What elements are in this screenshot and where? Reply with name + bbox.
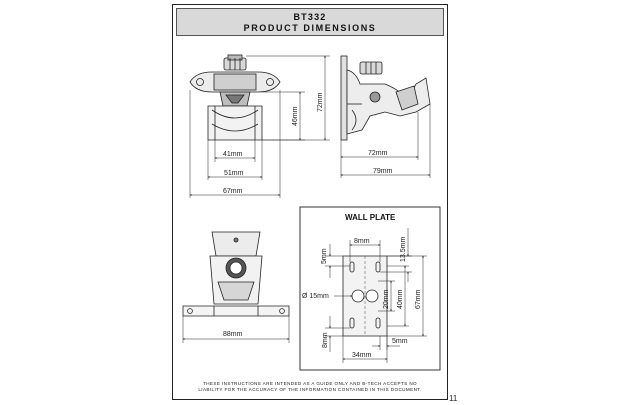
wp-dim-top-right: 13.5mm — [400, 237, 407, 262]
top-view-dimension-lines — [182, 316, 290, 343]
wall-plate-dimension-lines — [325, 228, 427, 363]
top-dim-88: 88mm — [223, 331, 243, 338]
wall-plate-frame — [299, 206, 441, 371]
side-dim-72: 72mm — [368, 150, 388, 157]
wp-dim-plate-height: 67mm — [415, 289, 422, 309]
wall-plate-drawing — [342, 255, 388, 337]
page-number: 11 — [449, 394, 458, 403]
title-bar: BT332 PRODUCT DIMENSIONS — [176, 8, 444, 36]
wp-dim-hole-spacing: 20mm — [383, 289, 390, 309]
wall-plate-title: WALL PLATE — [345, 213, 396, 222]
wp-dim-top-offset: 5mm — [321, 248, 328, 264]
front-dim-46: 46mm — [292, 106, 299, 126]
top-view — [182, 231, 290, 317]
page-subtitle: PRODUCT DIMENSIONS — [243, 23, 377, 33]
product-dimensions-sheet: BT332 PRODUCT DIMENSIONS — [172, 4, 448, 400]
disclaimer-line-1: THESE INSTRUCTIONS ARE INTENDED AS A GUI… — [202, 381, 418, 386]
wp-dim-hole-diameter: Ø 15mm — [302, 293, 329, 300]
front-dim-51: 51mm — [224, 170, 244, 177]
front-dim-72: 72mm — [317, 92, 324, 112]
disclaimer-line-2: LIABILITY FOR THE ACCURACY OF THE INFORM… — [198, 387, 422, 392]
side-view-dimension-lines — [340, 104, 431, 178]
wp-dim-bottom-right: 5mm — [392, 338, 408, 345]
wp-dim-mid-height: 40mm — [397, 289, 404, 309]
front-view-dimension-lines — [189, 55, 330, 198]
side-dim-79: 79mm — [373, 168, 393, 175]
front-view — [189, 54, 281, 141]
disclaimer: THESE INSTRUCTIONS ARE INTENDED AS A GUI… — [180, 381, 440, 393]
wp-dim-bottom-left: 8mm — [322, 332, 329, 348]
side-view — [340, 55, 431, 141]
front-dim-41: 41mm — [223, 151, 243, 158]
wp-dim-slot-width: 8mm — [354, 238, 370, 245]
front-dim-67: 67mm — [223, 188, 243, 195]
wp-dim-bottom-width: 34mm — [352, 352, 372, 359]
model-title: BT332 — [293, 12, 327, 22]
